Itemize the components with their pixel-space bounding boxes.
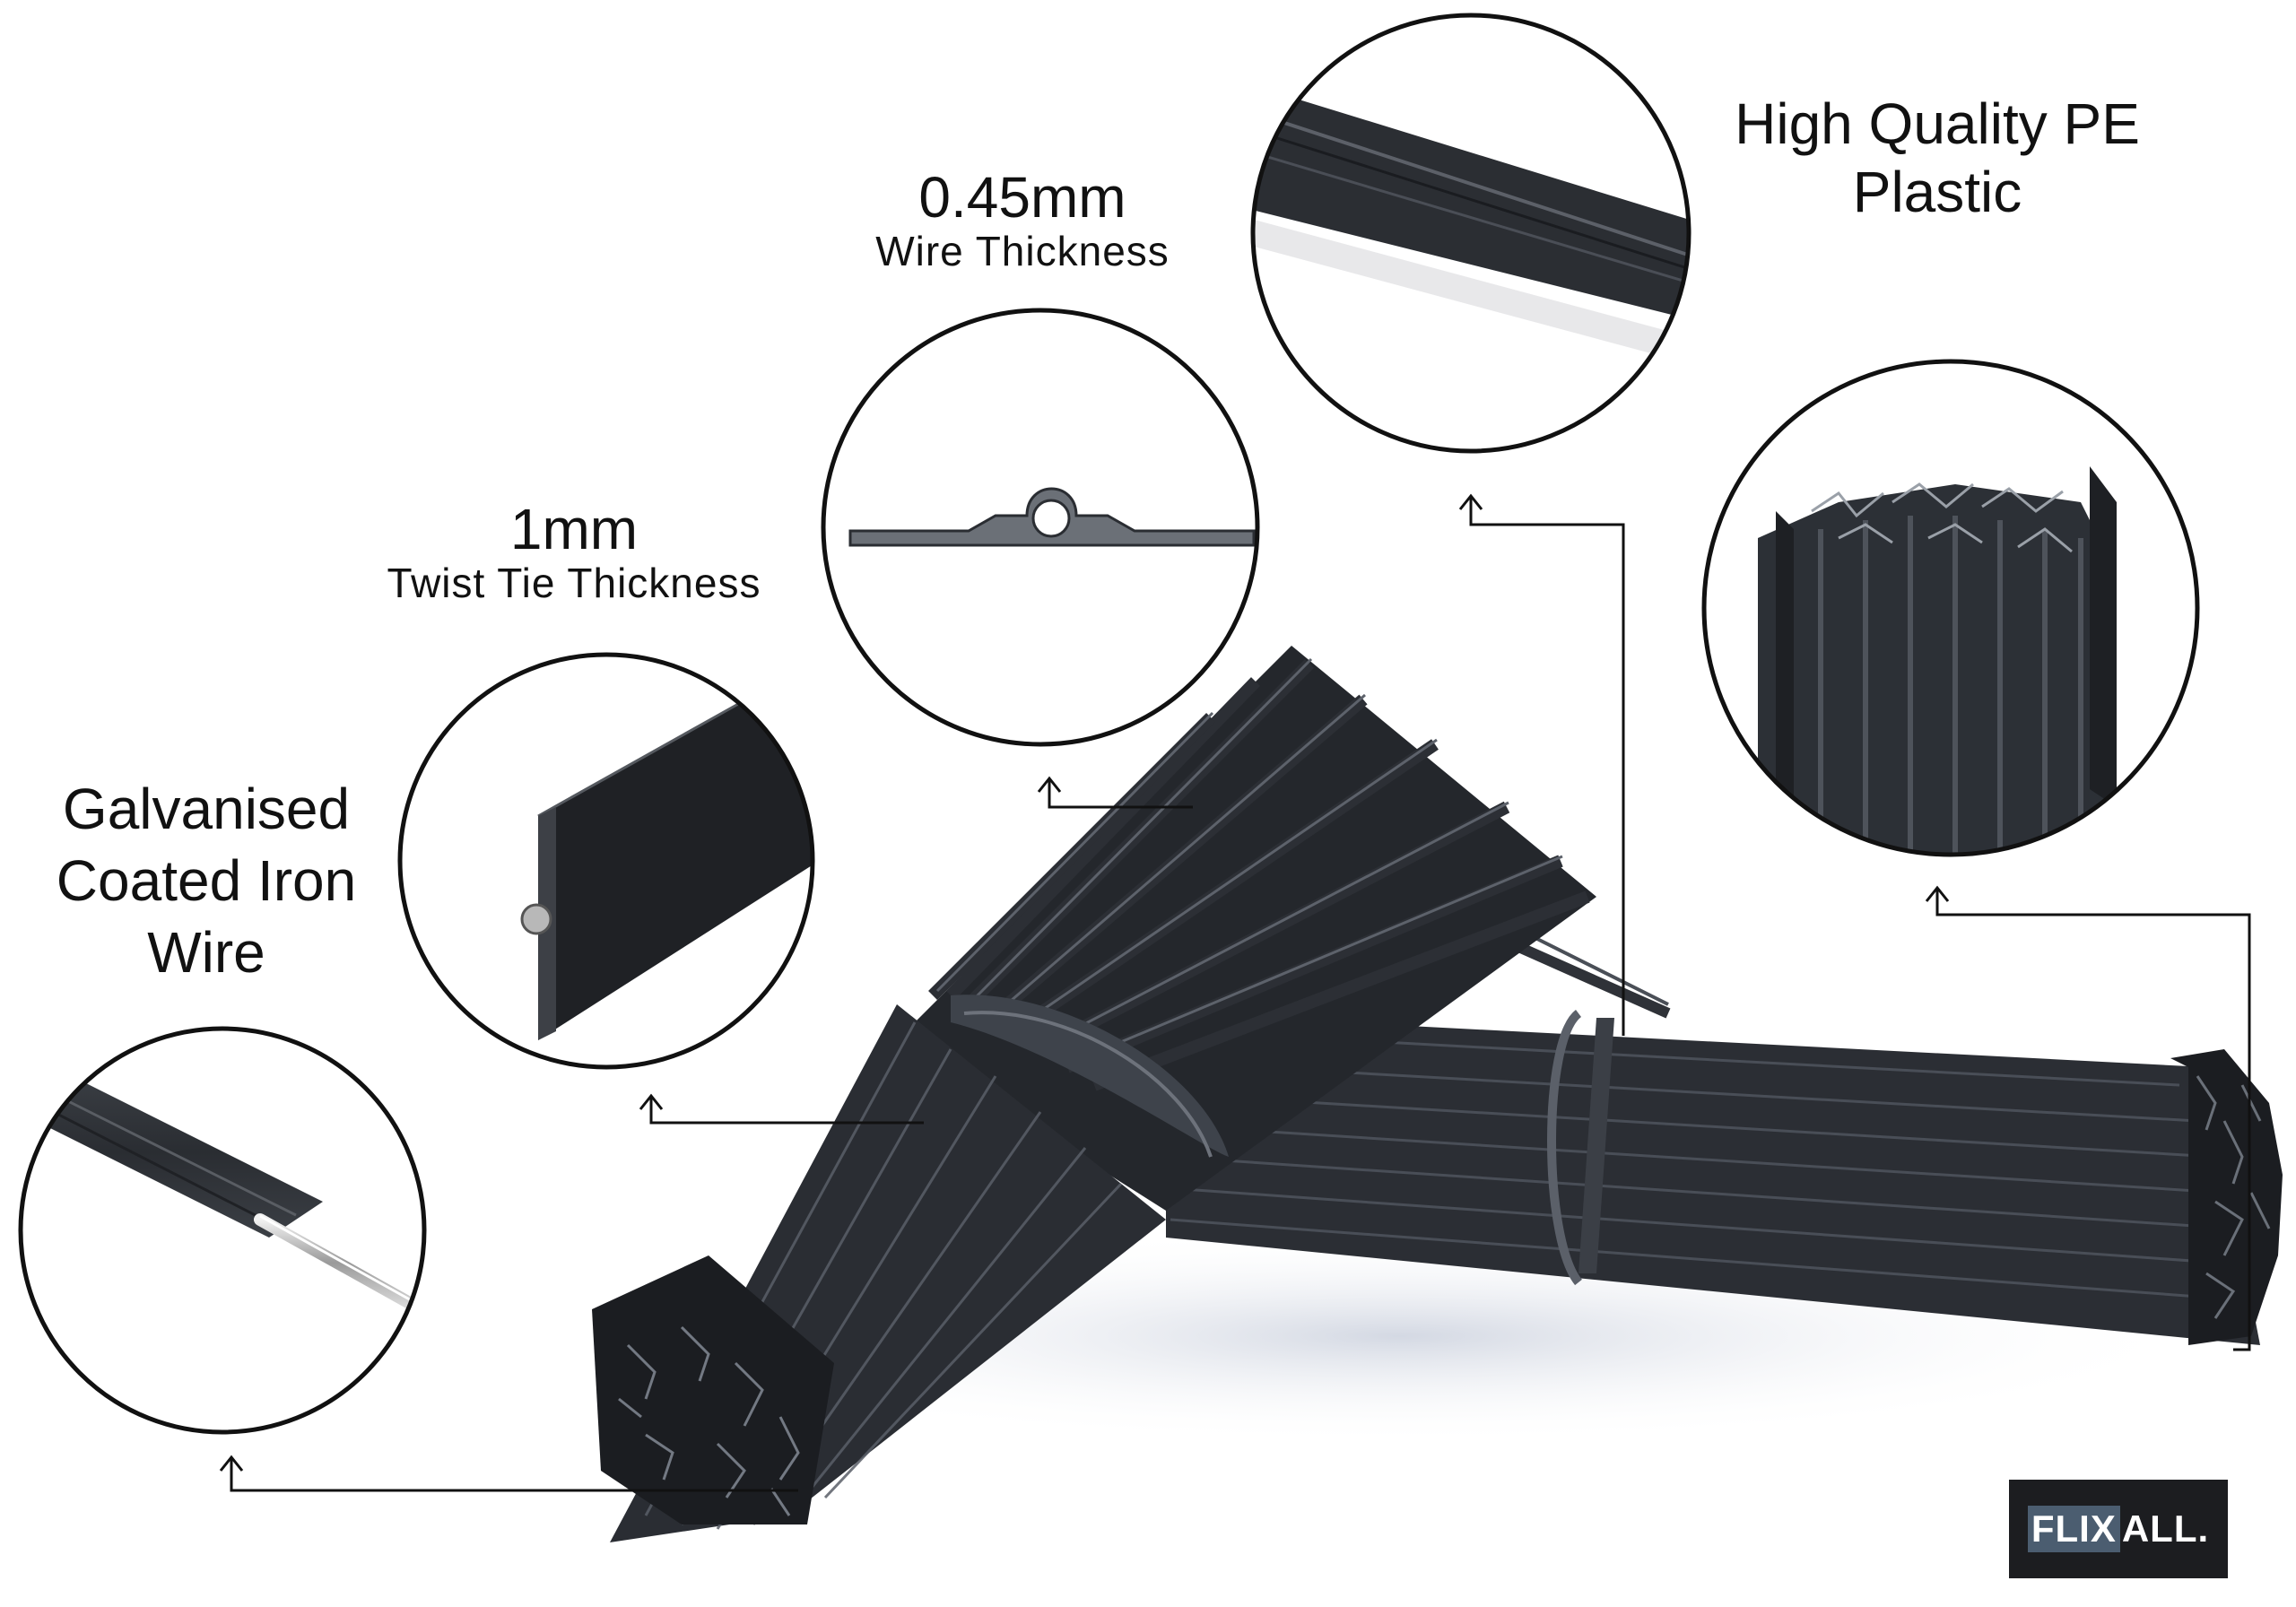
callout-galvanised: Galvanised Coated Iron Wire <box>9 773 404 988</box>
wire-thickness-value: 0.45mm <box>918 165 1126 230</box>
circle-galvanised-wire <box>18 1026 427 1435</box>
logo-flix: FLIX <box>2027 1506 2120 1552</box>
circle-bundle-end <box>1701 359 2200 857</box>
callout-pe-plastic: High Quality PE Plastic <box>1686 90 2188 226</box>
twist-tie-value: 1mm <box>509 497 639 561</box>
back-bundle <box>1166 931 2283 1345</box>
galvanised-line-3: Wire <box>147 920 265 985</box>
pe-line-2: Plastic <box>1852 160 2022 224</box>
connector-pe <box>1469 496 1625 1036</box>
twist-tie-caption: Twist Tie Thickness <box>387 560 761 607</box>
callout-wire-thickness: 0.45mm Wire Thickness <box>825 166 1220 274</box>
callout-connectors <box>219 493 2251 1492</box>
circle-pe-plastic <box>1250 13 1692 454</box>
circle-twist-tie-thickness <box>397 652 815 1070</box>
callout-twist-tie: 1mm Twist Tie Thickness <box>341 498 807 606</box>
front-bundle <box>592 646 1596 1542</box>
connector-end <box>1935 888 2251 1351</box>
connector-045 <box>1048 778 1193 809</box>
connector-wire <box>230 1457 798 1492</box>
pe-line-1: High Quality PE <box>1735 91 2140 156</box>
galvanised-line-2: Coated Iron <box>56 848 357 913</box>
logo-all: ALL. <box>2121 1507 2210 1550</box>
circle-wire-thickness <box>821 308 1260 747</box>
galvanised-line-1: Galvanised <box>62 777 351 841</box>
wire-thickness-caption: Wire Thickness <box>875 228 1170 275</box>
connector-1mm <box>649 1096 924 1125</box>
